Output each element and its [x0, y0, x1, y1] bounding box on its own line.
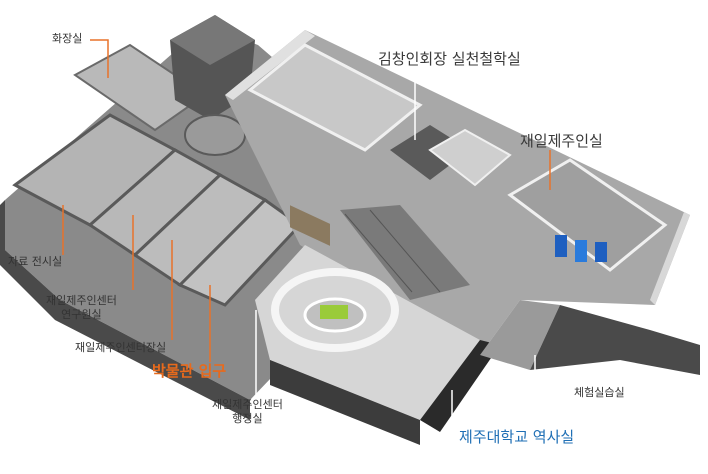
main-hall-wall-right [650, 212, 690, 305]
leader-restroom [90, 39, 109, 78]
blue-display-2 [575, 240, 587, 262]
label-research-line1: 재일제주인센터 [46, 294, 117, 307]
label-museum-entrance: 박물관 입구 [152, 362, 227, 380]
label-research-line2: 연구원실 [61, 308, 102, 321]
history-wing-floor [255, 245, 480, 420]
label-restroom: 화장실 [52, 32, 83, 45]
label-admin-room: 재일제주인센터 행정실 [212, 398, 283, 426]
label-university-history: 제주대학교 역사실 [459, 428, 575, 446]
round-exhibit-outer [271, 268, 399, 352]
label-research-room: 재일제주인센터 연구원실 [46, 294, 117, 322]
experience-room-floor [480, 300, 560, 370]
blue-display-1 [555, 235, 567, 257]
history-wing-wall-front [270, 360, 420, 445]
history-wing-wall-right [420, 340, 500, 432]
experience-room-wall [530, 305, 700, 375]
label-admin-line1: 재일제주인센터 [212, 398, 283, 411]
spiral-stair [184, 114, 246, 156]
green-display [320, 305, 348, 319]
left-wing-wall-front [0, 200, 250, 420]
label-zainichi-room: 재일제주인실 [520, 132, 603, 150]
label-archive-room: 자료 전시실 [8, 255, 63, 268]
inner-room-2 [428, 128, 512, 187]
central-stair [340, 205, 470, 300]
blue-display-3 [595, 242, 607, 262]
founder-room-floor [247, 43, 423, 152]
main-hall-wall-top [225, 30, 315, 100]
label-admin-line2: 행정실 [232, 412, 263, 425]
founder-display-1 [290, 205, 330, 246]
label-director-room: 재일제주인센터장실 [75, 341, 167, 354]
label-founder-room: 김창인회장 실천철학실 [378, 50, 521, 68]
stair-tower-top [170, 15, 255, 65]
label-experience-room: 체험실습실 [574, 386, 625, 399]
